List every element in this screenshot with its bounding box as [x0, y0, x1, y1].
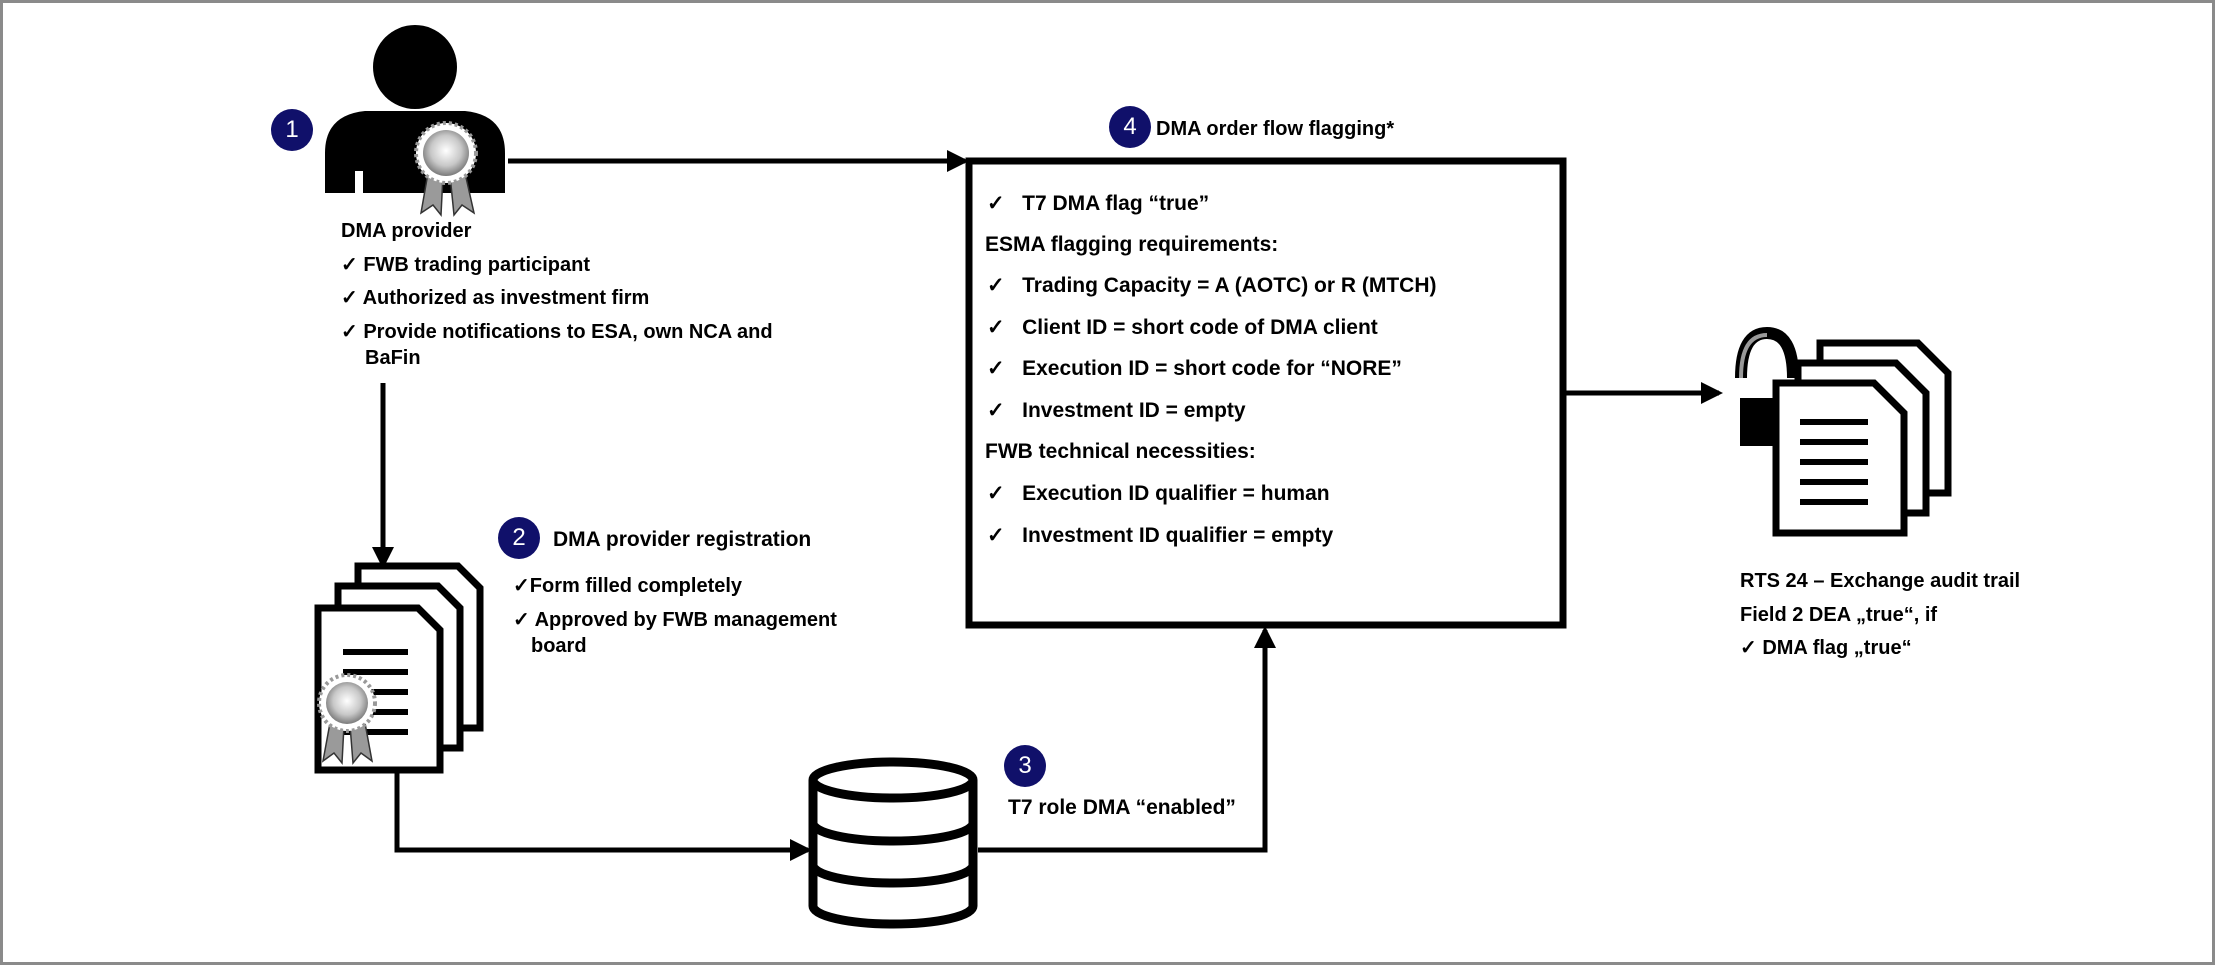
fwb-item-2: ✓ Investment ID qualifier = empty	[987, 524, 1334, 547]
provider-title: DMA provider	[341, 220, 472, 242]
provider-check-3: ✓ Provide notifications to ESA, own NCA …	[341, 321, 773, 343]
check-icon: ✓	[1740, 637, 1757, 659]
person-icon	[325, 25, 505, 193]
audit-check: ✓ DMA flag „true“	[1740, 637, 1912, 659]
registration-check-2-cont: board	[531, 635, 587, 657]
registration-check-1: ✓Form filled completely	[513, 575, 743, 597]
check-icon: ✓	[987, 192, 1005, 215]
check-icon: ✓	[987, 316, 1005, 339]
role-title: T7 role DMA “enabled”	[1008, 796, 1236, 819]
diagram-graphics	[314, 25, 1952, 929]
audit-line-2: Field 2 DEA „true“, if	[1740, 604, 1938, 626]
certificate-seal-icon	[317, 673, 377, 766]
check-icon: ✓	[341, 254, 358, 276]
locked-documents-icon	[1735, 326, 1952, 537]
esma-item-2: ✓ Client ID = short code of DMA client	[987, 316, 1378, 339]
step-badge-3: 3	[1004, 745, 1046, 787]
provider-check-2: ✓ Authorized as investment firm	[341, 287, 650, 309]
esma-heading: ESMA flagging requirements:	[985, 233, 1279, 256]
step-badge-4: 4	[1109, 106, 1151, 148]
check-icon: ✓	[987, 524, 1005, 547]
step-badge-2: 2	[498, 517, 540, 559]
fwb-item-1: ✓ Execution ID qualifier = human	[987, 482, 1330, 505]
registration-check-2: ✓ Approved by FWB management	[513, 609, 837, 631]
certificate-seal-icon	[414, 121, 478, 218]
check-icon: ✓	[987, 399, 1005, 422]
check-icon: ✓	[341, 287, 358, 309]
check-icon: ✓	[341, 321, 358, 343]
esma-item-1: ✓ Trading Capacity = A (AOTC) or R (MTCH…	[987, 274, 1437, 297]
provider-check-1: ✓ FWB trading participant	[341, 254, 590, 276]
arrow-registration-to-database	[394, 773, 812, 861]
esma-item-3: ✓ Execution ID = short code for “NORE”	[987, 357, 1402, 380]
check-icon: ✓	[513, 575, 530, 597]
check-icon: ✓	[987, 482, 1005, 505]
check-icon: ✓	[987, 274, 1005, 297]
arrow-database-to-flagging	[978, 626, 1276, 853]
flagging-box	[965, 157, 1567, 629]
database-icon	[808, 757, 978, 929]
audit-line-1: RTS 24 – Exchange audit trail	[1740, 570, 2021, 592]
step-badge-1: 1	[271, 109, 313, 151]
check-icon: ✓	[513, 609, 530, 631]
esma-item-4: ✓ Investment ID = empty	[987, 399, 1246, 422]
fwb-heading: FWB technical necessities:	[985, 440, 1256, 463]
provider-check-3-cont: BaFin	[365, 347, 421, 369]
flagging-title: DMA order flow flagging*	[1156, 118, 1395, 140]
check-icon: ✓	[987, 357, 1005, 380]
registration-title: DMA provider registration	[553, 528, 812, 551]
flag-line: ✓ T7 DMA flag “true”	[987, 192, 1210, 215]
